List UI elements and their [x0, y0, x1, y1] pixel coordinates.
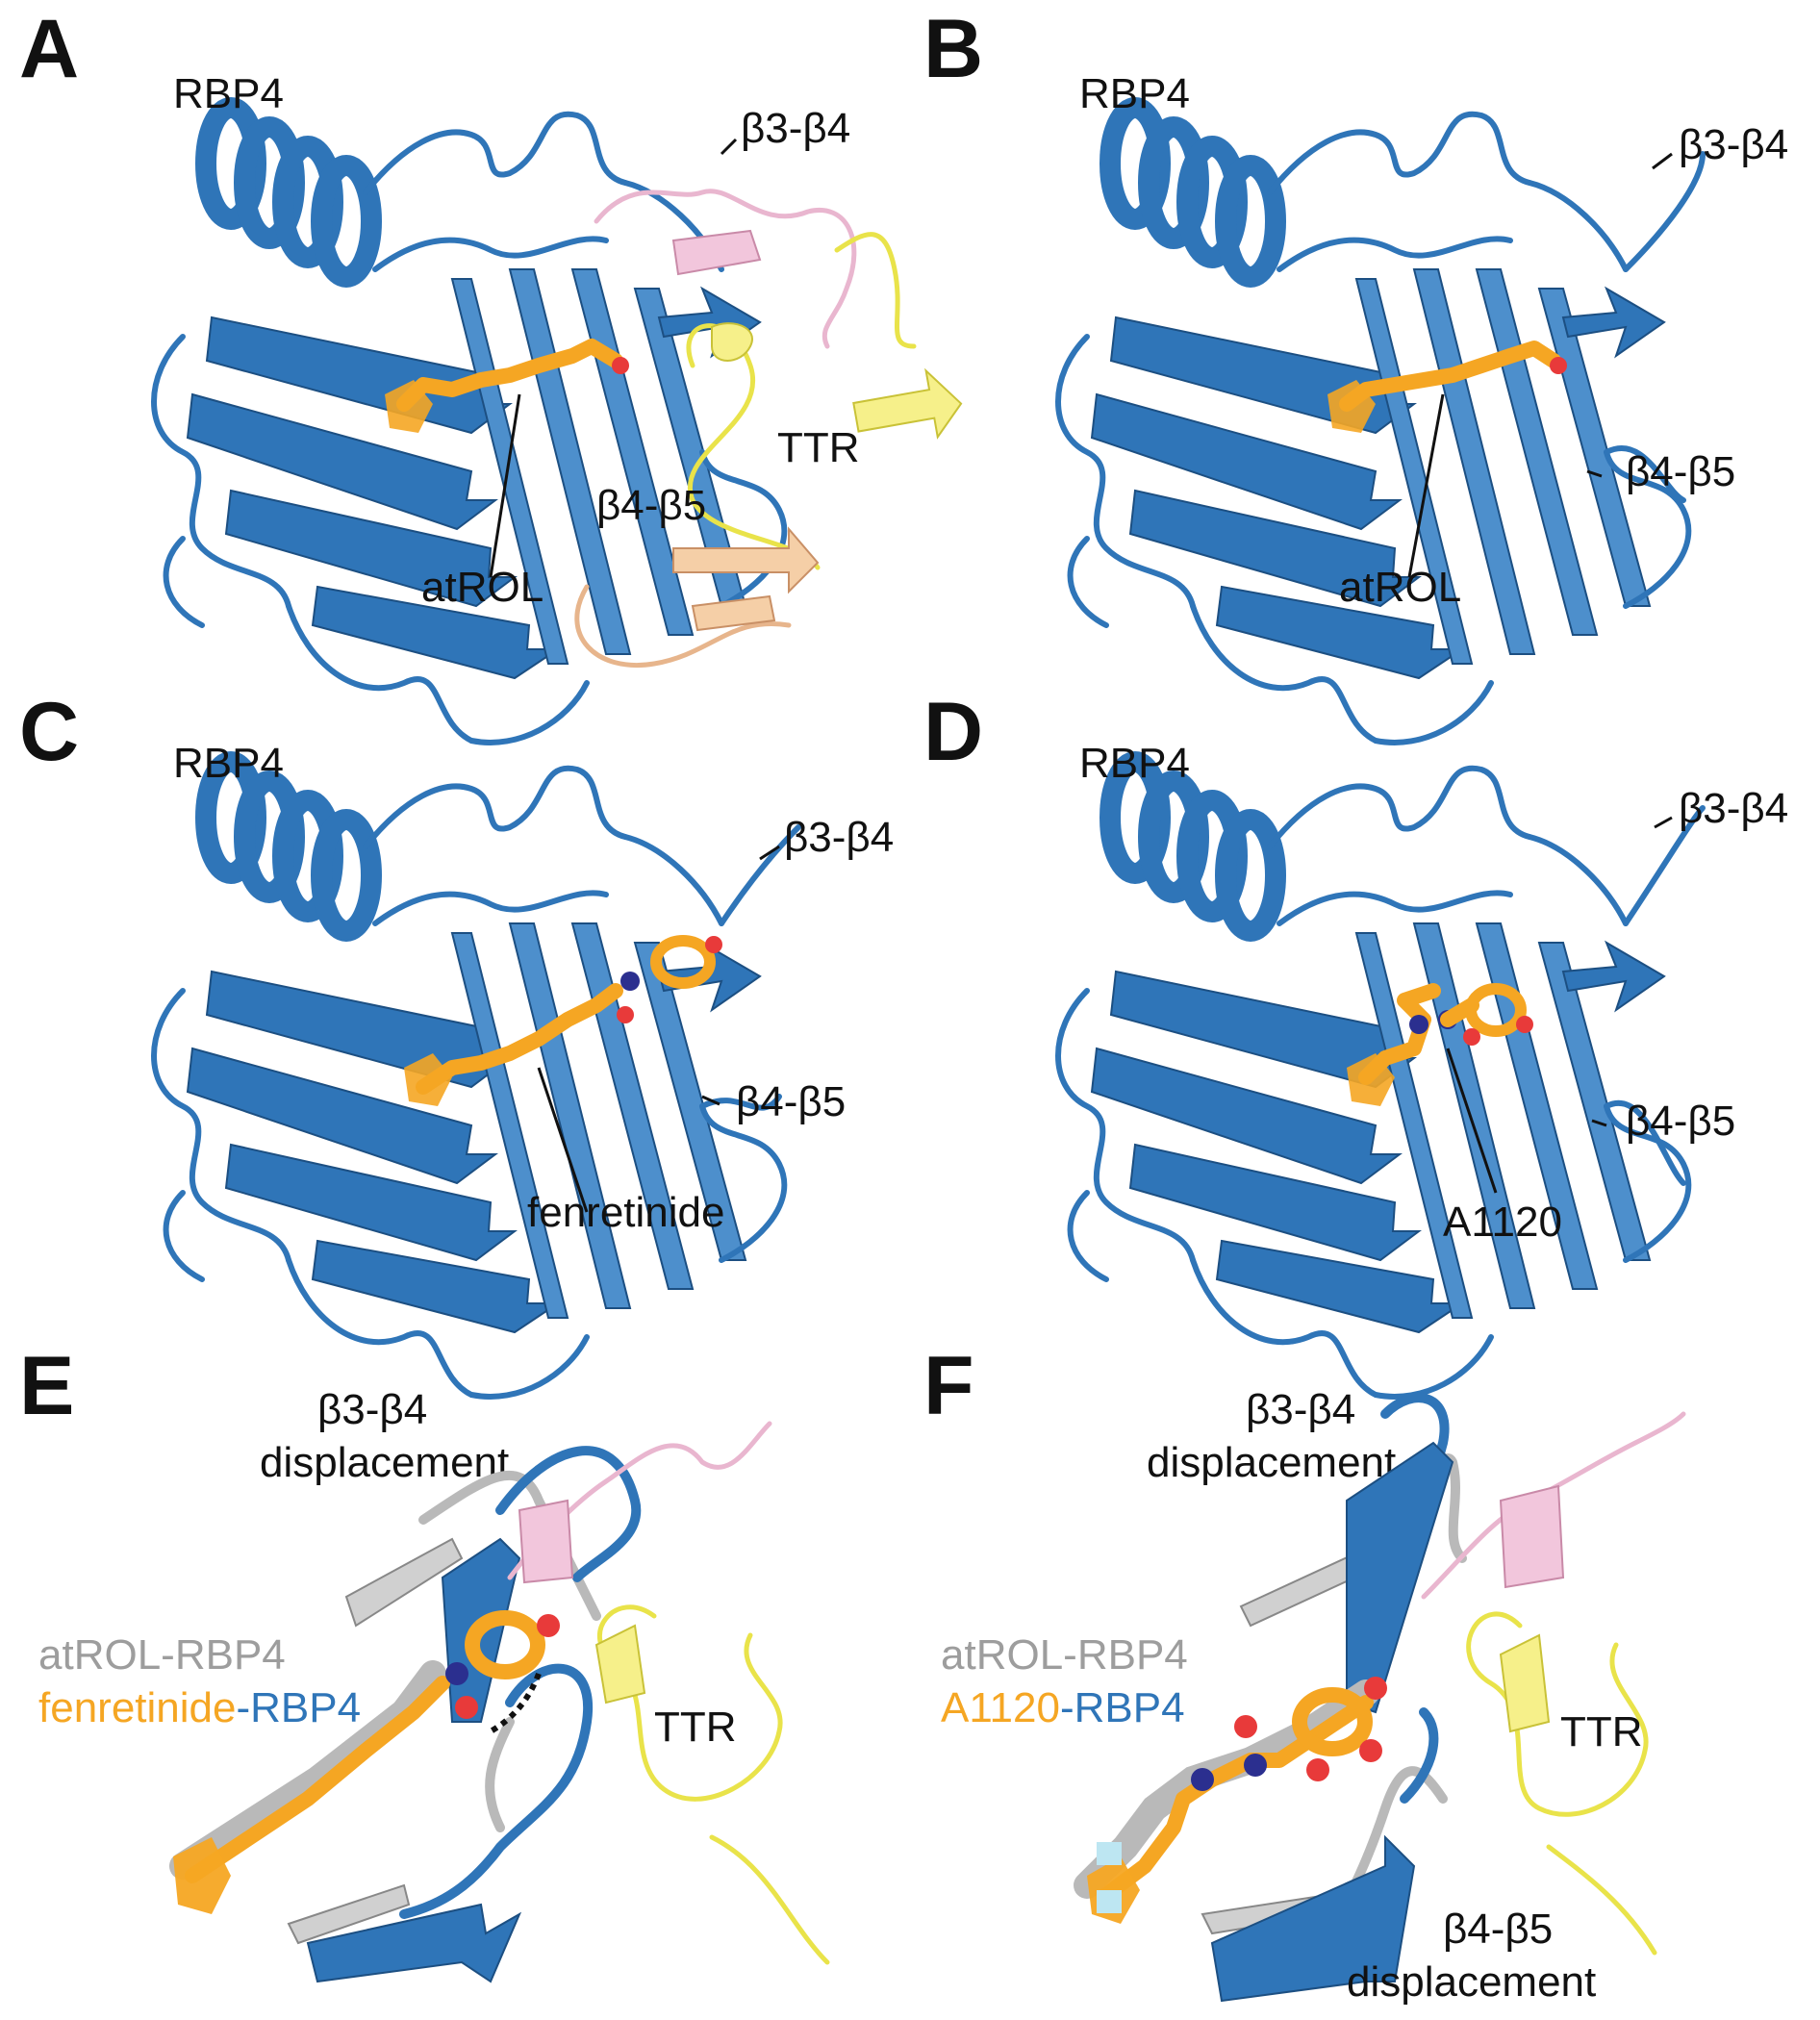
loop2-label-a: β4-β5 — [596, 482, 706, 529]
leader-b3b4-d — [1654, 816, 1673, 829]
rbp4-cartoon-b — [1058, 108, 1706, 743]
ligand-label-b: atROL — [1339, 564, 1461, 611]
loop2-label-d: β4-β5 — [1626, 1098, 1735, 1145]
rbp4-cartoon-a — [154, 108, 784, 743]
loop1-label-a: β3-β4 — [741, 105, 850, 152]
overlay-cartoon-f — [1201, 1393, 1686, 2003]
rbp4-cartoon-c — [154, 762, 801, 1397]
panel-e: E β3-β4 displacement — [19, 1340, 830, 1983]
ttr-cartoon-a — [574, 189, 963, 668]
ligand-label-d: A1120 — [1443, 1199, 1562, 1246]
ref-label-f: atROL-RBP4 — [941, 1631, 1188, 1679]
panel-f: F β3-β4 displacement — [923, 1340, 1686, 2006]
panel-letter-c: C — [19, 686, 79, 778]
ref-label-e: atROL-RBP4 — [38, 1631, 286, 1679]
loop2-label-c: β4-β5 — [736, 1078, 846, 1125]
leader-b4b5-c — [701, 1095, 720, 1106]
ligand-a — [385, 339, 629, 433]
panel-letter-e: E — [19, 1340, 74, 1432]
loop2-label-f-line2: displacement — [1347, 1958, 1596, 2006]
leader-atrol-b — [1407, 393, 1445, 578]
leader-a1120-d — [1446, 1048, 1498, 1194]
leader-b3b4-b — [1652, 152, 1673, 170]
protein-label-d: RBP4 — [1079, 740, 1190, 787]
protein-label-c: RBP4 — [173, 740, 284, 787]
complex-label-e-protein: -RBP4 — [236, 1684, 361, 1731]
loop2-label-b: β4-β5 — [1626, 448, 1735, 495]
leader-b3b4-a — [720, 138, 738, 156]
loop-label-f-line1: β3-β4 — [1246, 1386, 1355, 1433]
ligand-label-c: fenretinide — [527, 1189, 724, 1236]
panel-b: B RBP4 atROL β3-β4 β4-β5 — [923, 3, 1788, 743]
ligand-b — [1327, 341, 1567, 433]
protein-label-b: RBP4 — [1079, 70, 1190, 117]
protein-label-a: RBP4 — [173, 70, 284, 117]
leader-fen-c — [537, 1067, 589, 1213]
ligand-e — [169, 1610, 560, 1914]
panel-d: D RBP4 A1120 β3-β4 β4-β5 — [923, 686, 1788, 1397]
loop1-label-c: β3-β4 — [784, 814, 894, 861]
loop1-label-b: β3-β4 — [1679, 121, 1788, 168]
ligand-f — [1074, 1677, 1387, 1924]
ligand-label-a: atROL — [421, 564, 543, 611]
leader-b4b5-d — [1591, 1119, 1607, 1127]
panel-letter-a: A — [19, 3, 79, 95]
panel-letter-f: F — [923, 1340, 974, 1432]
leader-atrol-a — [489, 393, 521, 578]
ligand-c — [404, 935, 722, 1106]
leader-b3b4-c — [759, 845, 780, 861]
leader-b4b5-b — [1586, 469, 1603, 478]
partner-label-f: TTR — [1560, 1708, 1643, 1755]
complex-label-f-protein: -RBP4 — [1060, 1684, 1185, 1731]
overlay-cartoon-e — [287, 1421, 830, 1983]
complex-label-f: A1120-RBP4 — [941, 1684, 1185, 1731]
loop2-label-f-line1: β4-β5 — [1443, 1906, 1553, 1953]
complex-label-f-ligand: A1120 — [941, 1684, 1060, 1731]
panel-letter-b: B — [923, 3, 983, 95]
partner-label-e: TTR — [654, 1704, 737, 1751]
panel-letter-d: D — [923, 686, 983, 778]
partner-label-a: TTR — [777, 424, 860, 471]
panel-a: A RBP4 atROL β3-β4 β4-β5 TTR — [19, 3, 963, 743]
loop-label-e-line2: displacement — [260, 1439, 509, 1486]
loop-label-e-line1: β3-β4 — [317, 1386, 427, 1433]
loop1-label-d: β3-β4 — [1679, 785, 1788, 832]
panel-c: C RBP4 fenretinide β3-β4 β4-β5 — [19, 686, 894, 1397]
rbp4-cartoon-d — [1058, 762, 1706, 1397]
loop-label-f-line2: displacement — [1147, 1439, 1396, 1486]
complex-label-e: fenretinide-RBP4 — [38, 1684, 361, 1731]
complex-label-e-ligand: fenretinide — [38, 1684, 236, 1731]
ligand-d — [1347, 983, 1533, 1106]
